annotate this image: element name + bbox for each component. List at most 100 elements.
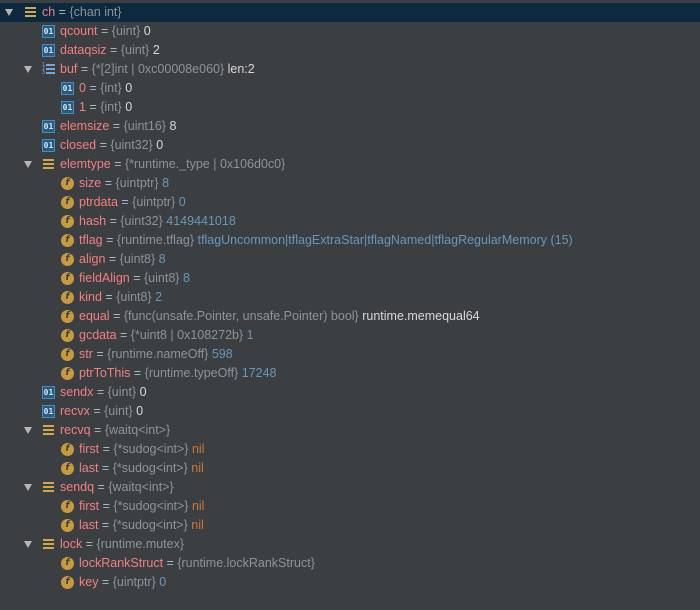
variable-name: key xyxy=(79,575,99,589)
expand-arrow-icon[interactable] xyxy=(24,66,32,73)
expand-arrow-icon[interactable] xyxy=(5,9,13,16)
variable-entry: gcdata = {*uint8 | 0x108272b} 1 xyxy=(79,327,254,344)
variable-name: ptrdata xyxy=(79,195,118,209)
equals-sign: = xyxy=(55,5,70,19)
equals-sign: = xyxy=(97,24,112,38)
variable-type: {*runtime._type | 0x106d0c0} xyxy=(124,157,286,171)
variable-value: 0 xyxy=(143,24,151,38)
variable-name: fieldAlign xyxy=(79,271,130,285)
equals-sign: = xyxy=(82,537,97,551)
equals-sign: = xyxy=(94,480,109,494)
variable-type: {*sudog<int>} xyxy=(113,499,189,513)
expand-arrow-icon[interactable] xyxy=(24,161,32,168)
equals-sign: = xyxy=(109,309,124,323)
variable-entry: buf = {*[2]int | 0xc00008e060} len:2 xyxy=(60,61,255,78)
field-f-icon: f xyxy=(61,196,74,209)
equals-sign: = xyxy=(99,499,114,513)
variable-type: {uintptr} xyxy=(132,195,176,209)
equals-sign: = xyxy=(90,423,105,437)
equals-sign: = xyxy=(101,176,116,190)
tree-row-ptrtothis[interactable]: f ptrToThis = {runtime.typeOff} 17248 xyxy=(0,364,700,383)
variable-entry: key = {uintptr} 0 xyxy=(79,574,166,591)
variable-value: 8 xyxy=(169,119,177,133)
struct-icon xyxy=(24,6,37,19)
variable-type: {func(unsafe.Pointer, unsafe.Pointer) bo… xyxy=(123,309,359,323)
tree-row-1[interactable]: 01 1 = {int} 0 xyxy=(0,98,700,117)
field-f-icon: f xyxy=(61,557,74,570)
tree-row-lock[interactable]: lock = {runtime.mutex} xyxy=(0,535,700,554)
variable-value: 598 xyxy=(211,347,233,361)
tree-row-sendq[interactable]: sendq = {waitq<int>} xyxy=(0,478,700,497)
equals-sign: = xyxy=(106,43,121,57)
variable-type: {uintptr} xyxy=(115,176,159,190)
variable-type: {uint32} xyxy=(120,214,163,228)
variable-type: {uint8} xyxy=(143,271,180,285)
variable-name: first xyxy=(79,499,100,513)
equals-sign: = xyxy=(85,81,101,95)
variable-entry: ptrToThis = {runtime.typeOff} 17248 xyxy=(79,365,276,382)
variable-type: {int} xyxy=(100,100,122,114)
field-f-icon: f xyxy=(61,500,74,513)
variable-type: {uint8} xyxy=(116,290,152,304)
variable-entry: qcount = {uint} 0 xyxy=(60,23,151,40)
field-f-icon: f xyxy=(61,215,74,228)
variable-type: {waitq<int>} xyxy=(108,480,174,494)
equals-sign: = xyxy=(130,366,145,380)
variable-type: {uint} xyxy=(120,43,150,57)
variable-name: kind xyxy=(79,290,102,304)
variable-name: 1 xyxy=(79,100,86,114)
variable-entry: lock = {runtime.mutex} xyxy=(60,536,184,553)
variable-name: gcdata xyxy=(79,328,117,342)
variable-value: nil xyxy=(191,442,205,456)
variable-type: {chan int} xyxy=(69,5,122,19)
tree-row-ch[interactable]: ch = {chan int} xyxy=(0,3,700,22)
variable-entry: closed = {uint32} 0 xyxy=(60,137,163,154)
variable-type: {uintptr} xyxy=(112,575,156,589)
field-f-icon: f xyxy=(61,253,74,266)
expand-arrow-icon[interactable] xyxy=(24,541,32,548)
tree-row-elemtype[interactable]: elemtype = {*runtime._type | 0x106d0c0} xyxy=(0,155,700,174)
primitive-01-icon: 01 xyxy=(61,101,74,114)
variable-type: {uint16} xyxy=(123,119,166,133)
variable-type: {int} xyxy=(100,81,122,95)
variable-type: {*sudog<int>} xyxy=(112,518,188,532)
tree-row-recvq[interactable]: recvq = {waitq<int>} xyxy=(0,421,700,440)
variable-value: nil xyxy=(191,499,205,513)
variable-type: {runtime.nameOff} xyxy=(107,347,209,361)
struct-icon xyxy=(42,424,55,437)
variable-entry: 1 = {int} 0 xyxy=(79,99,132,116)
expand-arrow-icon[interactable] xyxy=(24,427,32,434)
variable-value: 2 xyxy=(155,290,163,304)
expand-arrow-icon[interactable] xyxy=(24,484,32,491)
variable-value: tflagUncommon|tflagExtraStar|tflagNamed|… xyxy=(197,233,573,247)
field-f-icon: f xyxy=(61,367,74,380)
variable-value: 2 xyxy=(152,43,160,57)
variable-entry: fieldAlign = {uint8} 8 xyxy=(79,270,190,287)
variable-name: size xyxy=(79,176,102,190)
